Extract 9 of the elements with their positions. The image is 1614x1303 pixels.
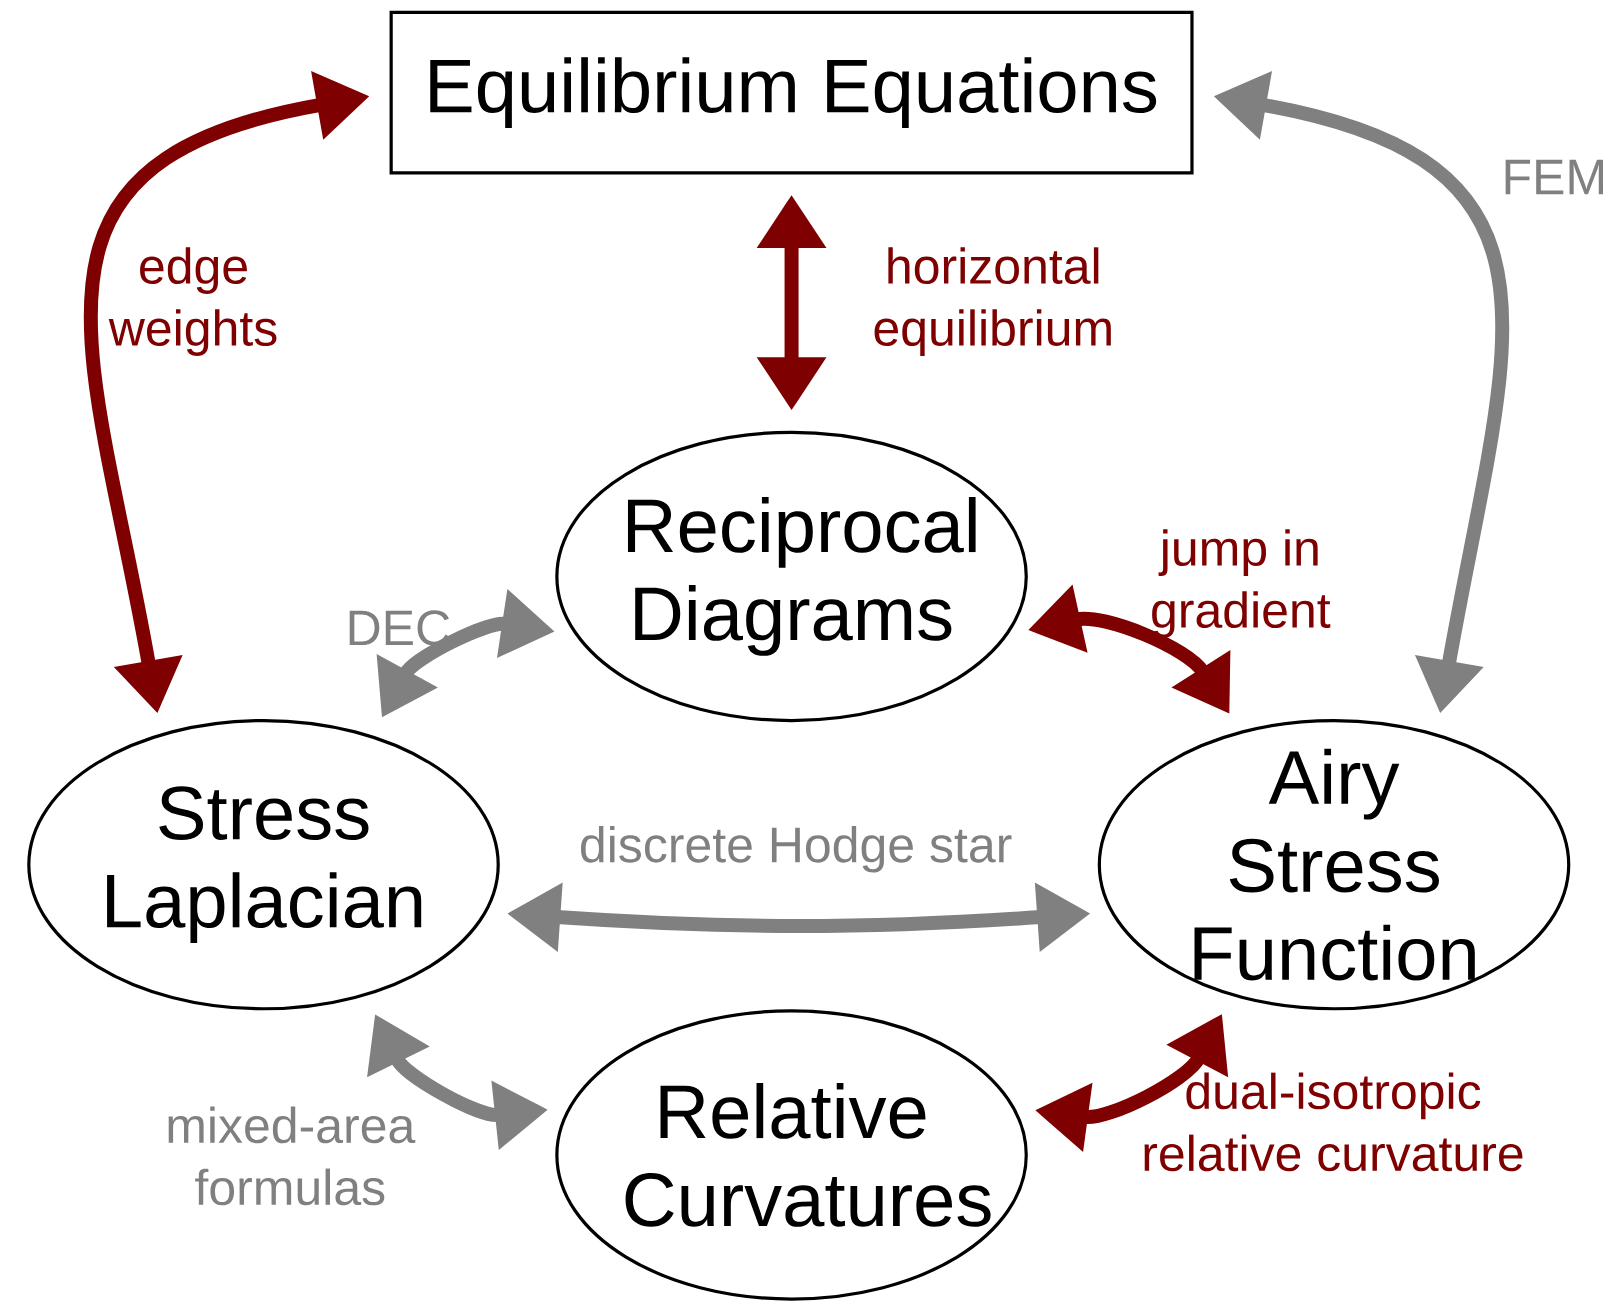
edge-label: jump in gradient <box>1152 529 1331 638</box>
edge-label: edge weights <box>108 247 277 356</box>
edge-label: DEC <box>349 610 450 646</box>
edge-label: FEM <box>1505 159 1603 195</box>
edge-label: horizontal equilibrium <box>874 247 1111 356</box>
edge-label: mixed-area formulas <box>168 1106 416 1206</box>
process-box: Equilibrium Equations <box>389 10 1194 175</box>
edge-label: dual-isotropic relative curvature <box>1144 1072 1523 1172</box>
edge-label: discrete Hodge star <box>581 825 1012 873</box>
